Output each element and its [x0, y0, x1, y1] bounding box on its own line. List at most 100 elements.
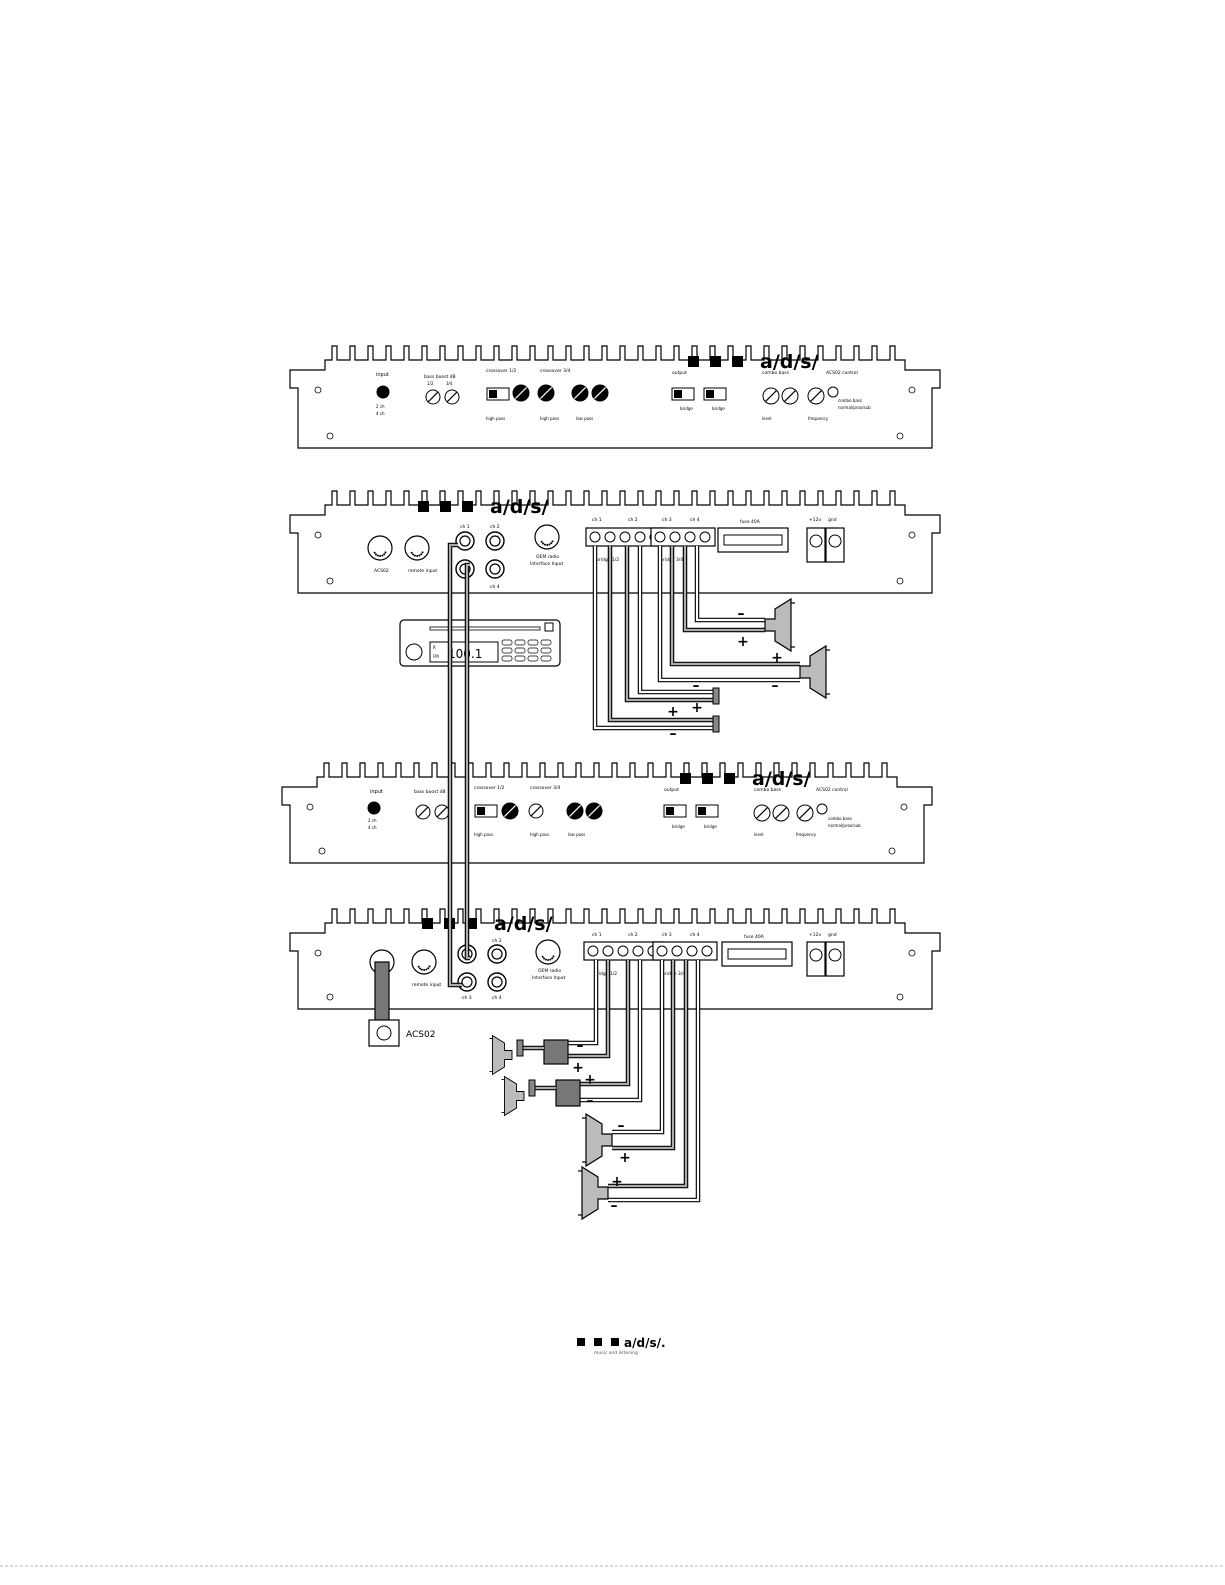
- terminal-screw: [619, 531, 631, 543]
- speaker-icon: [578, 1165, 609, 1221]
- slide-switch-icon: [671, 387, 695, 401]
- mounting-hole: [326, 432, 334, 440]
- power-screw: [828, 534, 842, 548]
- bass-boost-label: bass boost dB: [424, 374, 456, 380]
- display: [429, 641, 499, 663]
- acs-opt-2: normal/prox/sub: [828, 823, 861, 828]
- wire-core: [566, 960, 610, 1058]
- speaker-icon: [501, 1075, 525, 1117]
- knob-pointer: [573, 386, 587, 400]
- terminal-screw: [634, 531, 646, 543]
- terminal-screw: [632, 945, 644, 957]
- polarity-sign: +: [611, 1174, 623, 1190]
- polarity-sign: –: [618, 1118, 625, 1134]
- mounting-hole: [908, 531, 916, 539]
- terminal-ch4-label: ch 4: [690, 517, 700, 523]
- polarity-sign: +: [667, 704, 679, 720]
- rca-ch2-label: ch 2: [492, 938, 502, 944]
- wire-core: [658, 546, 800, 682]
- fuse-label: fuse 40A: [740, 519, 761, 525]
- acs-led-icon: [816, 803, 828, 815]
- terminal-ch3-label: ch 3: [662, 517, 672, 523]
- terminal-screw: [656, 945, 668, 957]
- bridge-label-2: bridge: [704, 824, 717, 829]
- mounting-hole: [318, 847, 326, 855]
- output-label: output: [672, 370, 687, 376]
- terminal-ch1-label: ch 1: [592, 932, 602, 938]
- knob-pointer: [446, 391, 458, 403]
- acs02-box-label: ACS02: [406, 1030, 435, 1040]
- rca-ch3-label: ch 3: [462, 995, 472, 1001]
- remote-socket-icon: [404, 535, 430, 561]
- heatsink-outline: [281, 762, 933, 864]
- knob-pointer: [783, 389, 797, 403]
- bass-ch-34: 3/4: [446, 381, 453, 386]
- brand-logo: a/d/s/: [418, 496, 549, 518]
- crossover-box: [543, 1039, 569, 1065]
- wire-core: [448, 543, 462, 987]
- preset-label: R: [433, 645, 436, 650]
- knob-icon: [781, 387, 799, 405]
- wire-core: [608, 960, 700, 1202]
- oem-label: OEM radio: [536, 554, 559, 560]
- logo-square: [577, 1338, 585, 1346]
- knob-pointer: [798, 806, 812, 820]
- level-label: level: [754, 832, 764, 837]
- logo-square: [732, 356, 743, 367]
- polarity-sign: +: [691, 700, 703, 716]
- polarity-sign: –: [738, 606, 745, 622]
- terminal-screw: [654, 531, 666, 543]
- rca-jack-icon: [487, 972, 507, 992]
- knob-icon: [585, 802, 603, 820]
- footer-logo-text: a/d/s/.: [624, 1336, 666, 1350]
- speaker-icon: [489, 1034, 513, 1076]
- frequency-label: frequency: [808, 416, 829, 421]
- brand-logo: a/d/s/: [688, 351, 819, 373]
- logo-square: [594, 1338, 602, 1346]
- acs-opt-1: combo bass: [838, 398, 862, 403]
- input-opt-4ch: 4 ch: [368, 825, 377, 830]
- power-screw: [809, 534, 823, 548]
- knob-icon: [796, 804, 814, 822]
- rca-jack-icon: [457, 972, 477, 992]
- heatsink-outline: [289, 345, 941, 449]
- input-opt-2ch: 2 ch: [368, 818, 377, 823]
- preset-button: [514, 639, 526, 646]
- wire-core: [566, 960, 598, 1045]
- low-pass-label: low pass: [568, 832, 585, 837]
- terminal-screw: [587, 945, 599, 957]
- brand-logo: a/d/s/: [680, 768, 811, 790]
- power-label: gnd: [828, 932, 837, 938]
- amp-1-speaker-wires: –++––++–: [592, 546, 830, 742]
- terminal-screw: [686, 945, 698, 957]
- preset-button: [540, 655, 552, 662]
- knob-icon: [753, 804, 771, 822]
- tweeter-connector: [712, 715, 720, 733]
- power-label: gnd: [828, 517, 837, 523]
- switch-handle: [706, 390, 714, 398]
- input-opt-4ch: 4 ch: [376, 411, 385, 416]
- input-selector-knob: [376, 385, 390, 399]
- amp-1-front-heatsink: [289, 345, 941, 449]
- acs-opt-1: combo bass: [828, 816, 852, 821]
- wire-core: [578, 960, 630, 1086]
- knob-pointer: [514, 386, 528, 400]
- knob-icon: [444, 389, 460, 405]
- switch-handle: [666, 807, 674, 815]
- rca-jack-icon: [455, 531, 475, 551]
- oem-sub-label: Interface Input: [530, 561, 563, 567]
- rca-ch2-label: ch 2: [490, 524, 500, 530]
- high-pass-label: high pass: [486, 416, 505, 421]
- terminal-screw: [699, 531, 711, 543]
- tweeter-connector: [528, 1079, 536, 1097]
- bridge-label: bridge: [680, 406, 693, 411]
- speaker-terminal-block: [652, 941, 718, 961]
- polarity-sign: –: [670, 726, 677, 742]
- knob-icon: [762, 387, 780, 405]
- amp-2-front-heatsink: [281, 762, 933, 864]
- rca-jack-icon: [485, 531, 505, 551]
- terminal-screw: [589, 531, 601, 543]
- terminal-ch2-label: ch 2: [628, 932, 638, 938]
